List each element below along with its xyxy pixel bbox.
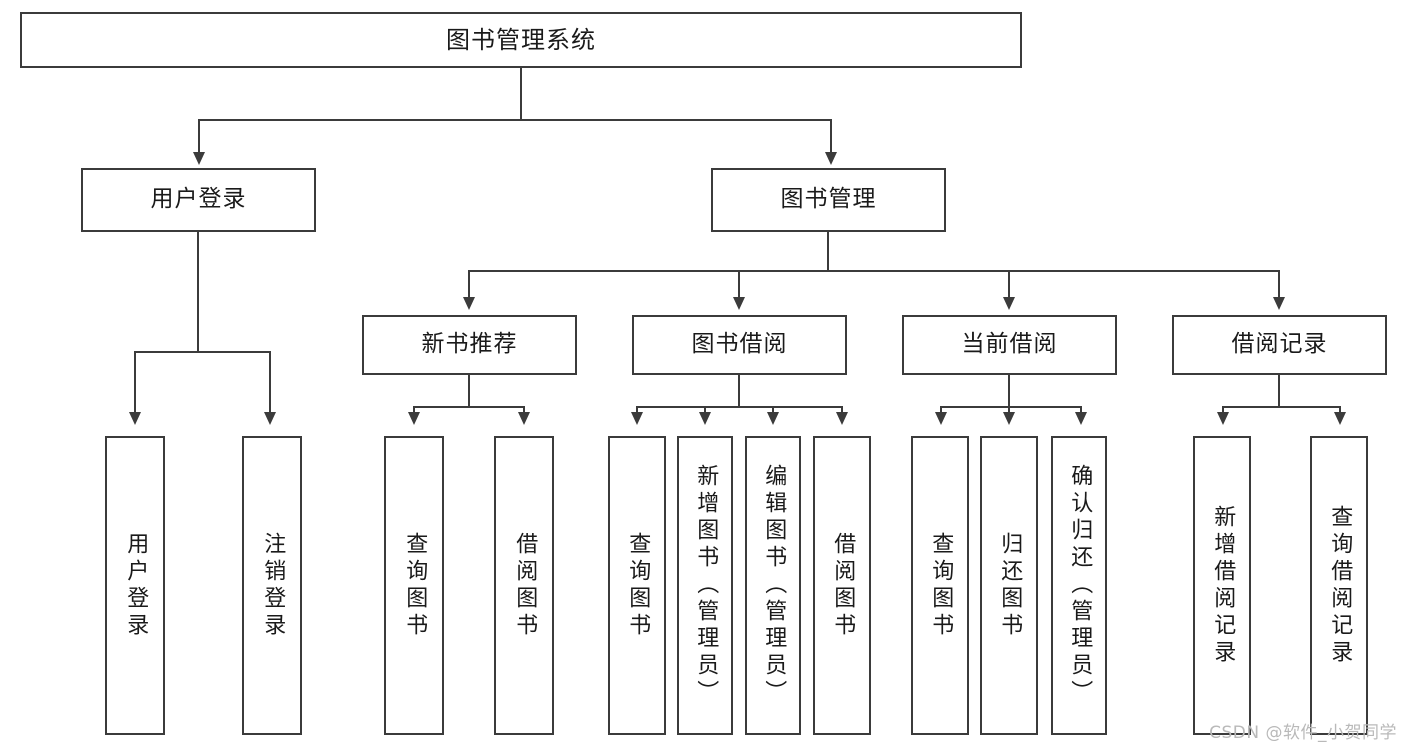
- node-root-system[interactable]: 图书管理系统: [20, 12, 1022, 68]
- edge-new-book-bus: [413, 406, 523, 408]
- leaf-edit-book-admin[interactable]: 编辑图书（管理员）: [745, 436, 801, 735]
- edge-user-login-bus: [134, 351, 269, 353]
- arrowhead-book-manage: [825, 152, 837, 165]
- node-label: 图书管理系统: [446, 25, 596, 54]
- leaf-logout[interactable]: 注销登录: [242, 436, 302, 735]
- node-book-management[interactable]: 图书管理: [711, 168, 946, 232]
- edge-book-manage-drop-3: [1008, 270, 1010, 300]
- arrowhead-leaf-edit-book: [767, 412, 779, 425]
- arrowhead-leaf-logout: [264, 412, 276, 425]
- leaf-borrow-book[interactable]: 借阅图书: [813, 436, 871, 735]
- leaf-label: 查询图书: [928, 531, 954, 640]
- leaf-label: 确认归还（管理员）: [1067, 464, 1093, 707]
- arrowhead-leaf-return-book: [1003, 412, 1015, 425]
- node-book-borrow[interactable]: 图书借阅: [632, 315, 847, 375]
- edge-root-stem: [520, 68, 522, 120]
- arrowhead-book-borrow: [733, 297, 745, 310]
- edge-user-login-drop-1: [134, 351, 136, 416]
- edge-book-borrow-drop-3: [772, 406, 774, 416]
- edge-new-book-stem: [468, 375, 470, 407]
- edge-borrow-records-drop-2: [1339, 406, 1341, 416]
- edge-borrow-records-bus: [1222, 406, 1339, 408]
- edge-book-borrow-stem: [738, 375, 740, 407]
- leaf-label: 借阅图书: [512, 531, 538, 640]
- edge-book-manage-stem: [827, 232, 829, 271]
- arrowhead-leaf-add-record: [1217, 412, 1229, 425]
- leaf-label: 查询图书: [402, 531, 428, 640]
- leaf-label: 新增借阅记录: [1210, 504, 1236, 667]
- node-current-borrow[interactable]: 当前借阅: [902, 315, 1117, 375]
- arrowhead-leaf-query-book-2: [631, 412, 643, 425]
- edge-current-borrow-drop-2: [1008, 406, 1010, 416]
- node-borrow-records[interactable]: 借阅记录: [1172, 315, 1387, 375]
- edge-borrow-records-drop-1: [1222, 406, 1224, 416]
- leaf-user-login[interactable]: 用户登录: [105, 436, 165, 735]
- leaf-query-book-borrow[interactable]: 查询图书: [608, 436, 666, 735]
- leaf-label: 注销登录: [260, 531, 286, 640]
- node-new-book-recommend[interactable]: 新书推荐: [362, 315, 577, 375]
- node-user-login[interactable]: 用户登录: [81, 168, 316, 232]
- leaf-query-book-current[interactable]: 查询图书: [911, 436, 969, 735]
- edge-book-borrow-drop-4: [841, 406, 843, 416]
- edge-current-borrow-drop-1: [940, 406, 942, 416]
- leaf-confirm-return-admin[interactable]: 确认归还（管理员）: [1051, 436, 1107, 735]
- leaf-query-book-recommend[interactable]: 查询图书: [384, 436, 444, 735]
- leaf-label: 用户登录: [123, 531, 149, 640]
- edge-borrow-records-stem: [1278, 375, 1280, 407]
- leaf-label: 查询借阅记录: [1327, 504, 1353, 667]
- edge-current-borrow-drop-3: [1080, 406, 1082, 416]
- arrowhead-leaf-query-record: [1334, 412, 1346, 425]
- arrowhead-leaf-add-book: [699, 412, 711, 425]
- arrowhead-user-login: [193, 152, 205, 165]
- arrowhead-leaf-borrow-book-1: [518, 412, 530, 425]
- arrowhead-current-borrow: [1003, 297, 1015, 310]
- arrowhead-leaf-confirm-return: [1075, 412, 1087, 425]
- leaf-label: 归还图书: [997, 531, 1023, 640]
- arrowhead-new-book-recommend: [463, 297, 475, 310]
- edge-root-to-user-login: [198, 119, 200, 156]
- leaf-return-book[interactable]: 归还图书: [980, 436, 1038, 735]
- arrowhead-leaf-query-book-3: [935, 412, 947, 425]
- edge-book-manage-bus: [468, 270, 1280, 272]
- edge-book-borrow-drop-1: [636, 406, 638, 416]
- edge-book-manage-drop-4: [1278, 270, 1280, 300]
- leaf-query-borrow-record[interactable]: 查询借阅记录: [1310, 436, 1368, 735]
- leaf-label: 新增图书（管理员）: [693, 464, 719, 707]
- node-label: 新书推荐: [421, 331, 518, 358]
- node-label: 借阅记录: [1231, 331, 1328, 358]
- edge-user-login-stem: [197, 232, 199, 352]
- arrowhead-leaf-user-login: [129, 412, 141, 425]
- node-label: 当前借阅: [961, 331, 1058, 358]
- edge-book-borrow-bus: [636, 406, 841, 408]
- node-label: 用户登录: [150, 186, 247, 213]
- edge-root-bus: [198, 119, 832, 121]
- edge-book-manage-drop-2: [738, 270, 740, 300]
- node-label: 图书管理: [780, 186, 877, 213]
- node-label: 图书借阅: [691, 331, 788, 358]
- edge-book-manage-drop-1: [468, 270, 470, 300]
- edge-root-to-book-manage: [830, 119, 832, 156]
- edge-new-book-drop-1: [413, 406, 415, 416]
- leaf-add-book-admin[interactable]: 新增图书（管理员）: [677, 436, 733, 735]
- arrowhead-leaf-borrow-book-2: [836, 412, 848, 425]
- edge-book-borrow-drop-2: [704, 406, 706, 416]
- edge-new-book-drop-2: [523, 406, 525, 416]
- leaf-label: 查询图书: [625, 531, 651, 640]
- edge-current-borrow-stem: [1008, 375, 1010, 407]
- arrowhead-leaf-query-book-1: [408, 412, 420, 425]
- edge-current-borrow-bus: [940, 406, 1080, 408]
- leaf-label: 编辑图书（管理员）: [761, 464, 787, 707]
- leaf-add-borrow-record[interactable]: 新增借阅记录: [1193, 436, 1251, 735]
- edge-user-login-drop-2: [269, 351, 271, 416]
- arrowhead-borrow-records: [1273, 297, 1285, 310]
- leaf-label: 借阅图书: [830, 531, 856, 640]
- leaf-borrow-book-recommend[interactable]: 借阅图书: [494, 436, 554, 735]
